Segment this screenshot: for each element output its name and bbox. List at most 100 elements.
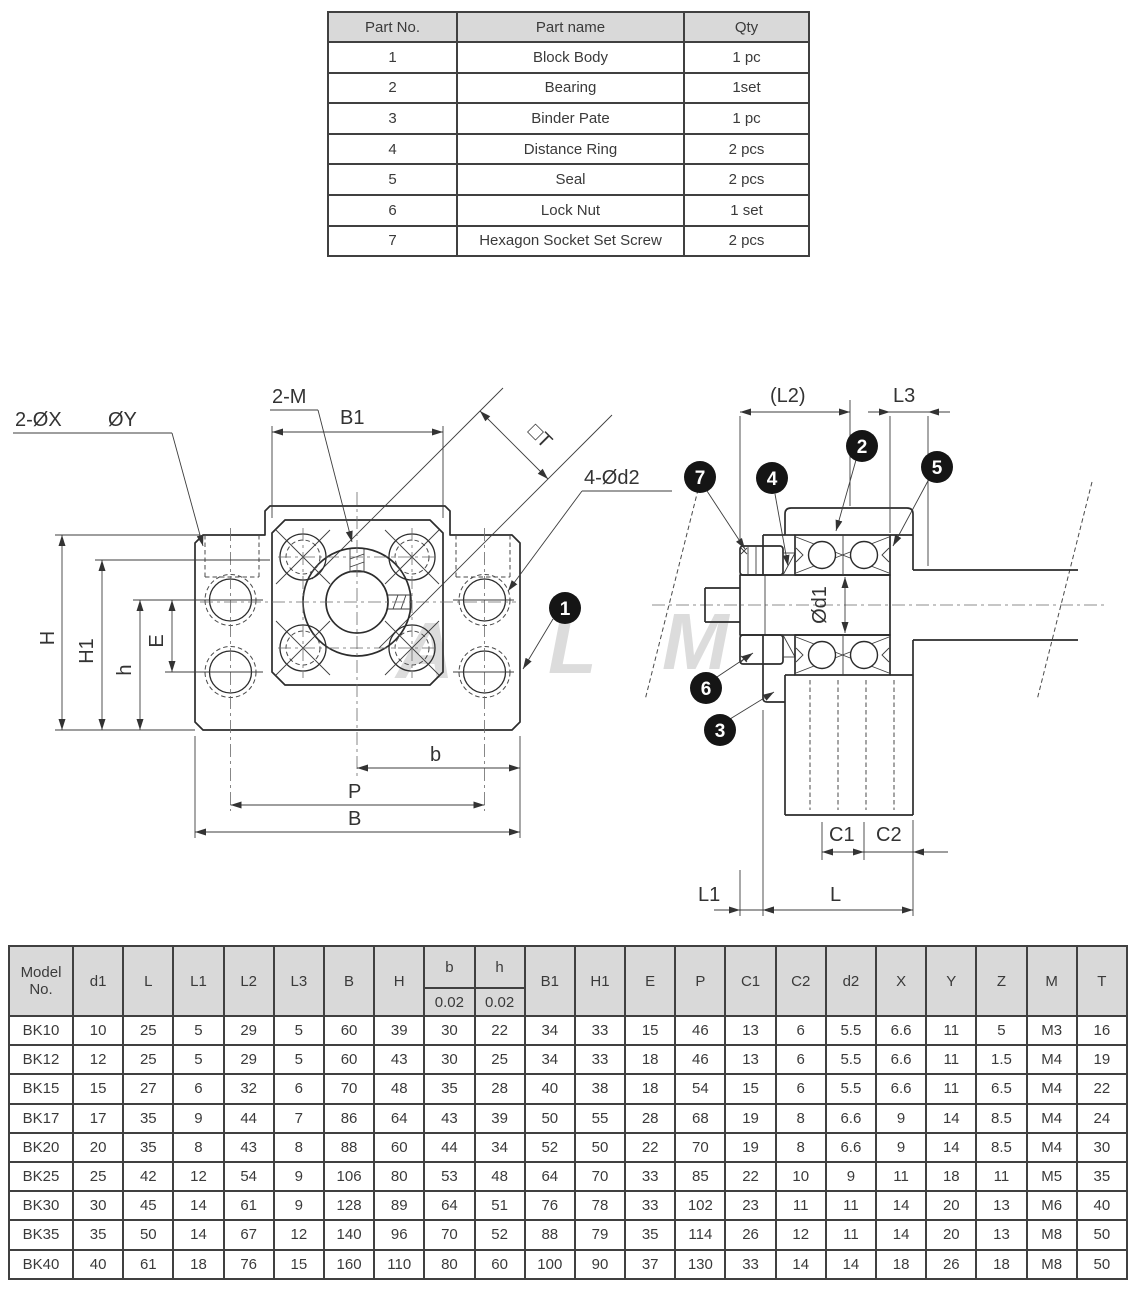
- table-cell: 12: [172, 1160, 225, 1193]
- watermark-letter: M: [662, 597, 731, 686]
- table-cell: 19: [724, 1102, 777, 1134]
- table-cell: 6.6: [824, 1131, 878, 1163]
- table-cell: 9: [824, 1160, 878, 1193]
- table-cell: 22: [724, 1160, 777, 1193]
- table-cell: 11: [774, 1190, 827, 1222]
- table-cell: 76: [222, 1248, 275, 1280]
- column-header: P: [674, 945, 727, 1017]
- table-cell: 39: [373, 1014, 426, 1047]
- column-header: Qty: [683, 11, 810, 43]
- column-header: Part name: [456, 11, 685, 43]
- table-cell: 28: [473, 1073, 526, 1105]
- table-cell: 27: [122, 1073, 175, 1105]
- table-cell: M4: [1025, 1131, 1078, 1163]
- table-cell: 18: [624, 1044, 677, 1076]
- table-cell: 12: [71, 1044, 125, 1076]
- table-cell: 9: [172, 1102, 225, 1134]
- table-cell: 26: [925, 1248, 978, 1280]
- column-header: Y: [925, 945, 978, 1017]
- column-header: C1: [724, 945, 777, 1017]
- table-cell: 34: [523, 1014, 576, 1047]
- set-screw-slot-top: [349, 549, 365, 573]
- dim-label-B: B: [348, 808, 361, 830]
- table-cell: M3: [1025, 1014, 1078, 1047]
- dim-label-b: b: [430, 744, 441, 766]
- table-cell: 17: [71, 1102, 125, 1134]
- table-cell: 85: [674, 1160, 727, 1193]
- table-cell: 68: [674, 1102, 727, 1134]
- table-cell: 106: [322, 1160, 376, 1193]
- table-cell: 14: [824, 1248, 878, 1280]
- table-cell: 18: [925, 1160, 978, 1193]
- table-cell: 55: [573, 1102, 627, 1134]
- vertical-dimensions: H H1 h E: [37, 535, 176, 730]
- table-cell: 14: [874, 1190, 928, 1222]
- column-header: h: [473, 945, 526, 989]
- table-cell: M8: [1025, 1248, 1078, 1280]
- table-cell: 42: [122, 1160, 175, 1193]
- table-cell: 1 pc: [683, 102, 810, 135]
- table-cell: 26: [724, 1219, 777, 1251]
- table-cell: 11: [824, 1190, 878, 1222]
- table-cell: 1set: [683, 71, 810, 105]
- table-cell: 30: [423, 1044, 476, 1076]
- table-cell: 96: [373, 1219, 426, 1251]
- table-cell: 39: [473, 1102, 526, 1134]
- table-cell: 64: [373, 1102, 426, 1134]
- table-cell: 44: [222, 1102, 275, 1134]
- table-cell: 33: [624, 1160, 677, 1193]
- dim-label-h: h: [114, 664, 136, 675]
- table-cell: 70: [674, 1131, 727, 1163]
- table-cell: 15: [724, 1073, 777, 1105]
- tolerance-header: 0.02: [473, 987, 526, 1017]
- table-cell: 33: [573, 1044, 627, 1076]
- table-cell: 6.5: [975, 1073, 1028, 1105]
- column-header: B1: [523, 945, 576, 1017]
- column-header: b: [423, 945, 476, 989]
- dim-label-C1: C1: [829, 824, 855, 846]
- table-cell: 14: [774, 1248, 827, 1280]
- table-cell: 1 pc: [683, 41, 810, 74]
- table-cell: 6: [327, 193, 458, 227]
- table-cell: 4: [327, 132, 458, 166]
- table-cell: 2 pcs: [683, 132, 810, 166]
- table-cell: 1 set: [683, 193, 810, 227]
- front-view: H H1 h E b P B B1 □T 2-ØX: [13, 386, 672, 838]
- dim-label-B1: B1: [340, 407, 364, 429]
- table-cell: 29: [222, 1014, 275, 1047]
- table-cell: 43: [222, 1131, 275, 1163]
- table-cell: 6: [172, 1073, 225, 1105]
- table-cell: 54: [222, 1160, 275, 1193]
- dim-label-P: P: [348, 781, 361, 803]
- table-cell: 43: [373, 1044, 426, 1076]
- table-cell: 6: [774, 1044, 827, 1076]
- table-cell: 35: [122, 1102, 175, 1134]
- column-header: H: [373, 945, 426, 1017]
- table-cell: 25: [473, 1044, 526, 1076]
- counterbore-hidden-lines: [204, 535, 511, 578]
- table-cell: 67: [222, 1219, 275, 1251]
- table-cell: 100: [523, 1248, 576, 1280]
- table-cell: 5: [272, 1014, 325, 1047]
- table-cell: 79: [573, 1219, 627, 1251]
- table-cell: M4: [1025, 1073, 1078, 1105]
- table-cell: 70: [423, 1219, 476, 1251]
- table-cell: BK17: [8, 1102, 74, 1134]
- table-cell: 3: [327, 102, 458, 135]
- table-cell: BK20: [8, 1131, 74, 1163]
- table-cell: 18: [975, 1248, 1028, 1280]
- table-cell: 19: [1075, 1044, 1129, 1076]
- bearing-bottom: [794, 634, 891, 676]
- table-cell: BK30: [8, 1190, 74, 1222]
- table-cell: 5: [172, 1014, 225, 1047]
- table-cell: 128: [322, 1190, 376, 1222]
- table-cell: 53: [423, 1160, 476, 1193]
